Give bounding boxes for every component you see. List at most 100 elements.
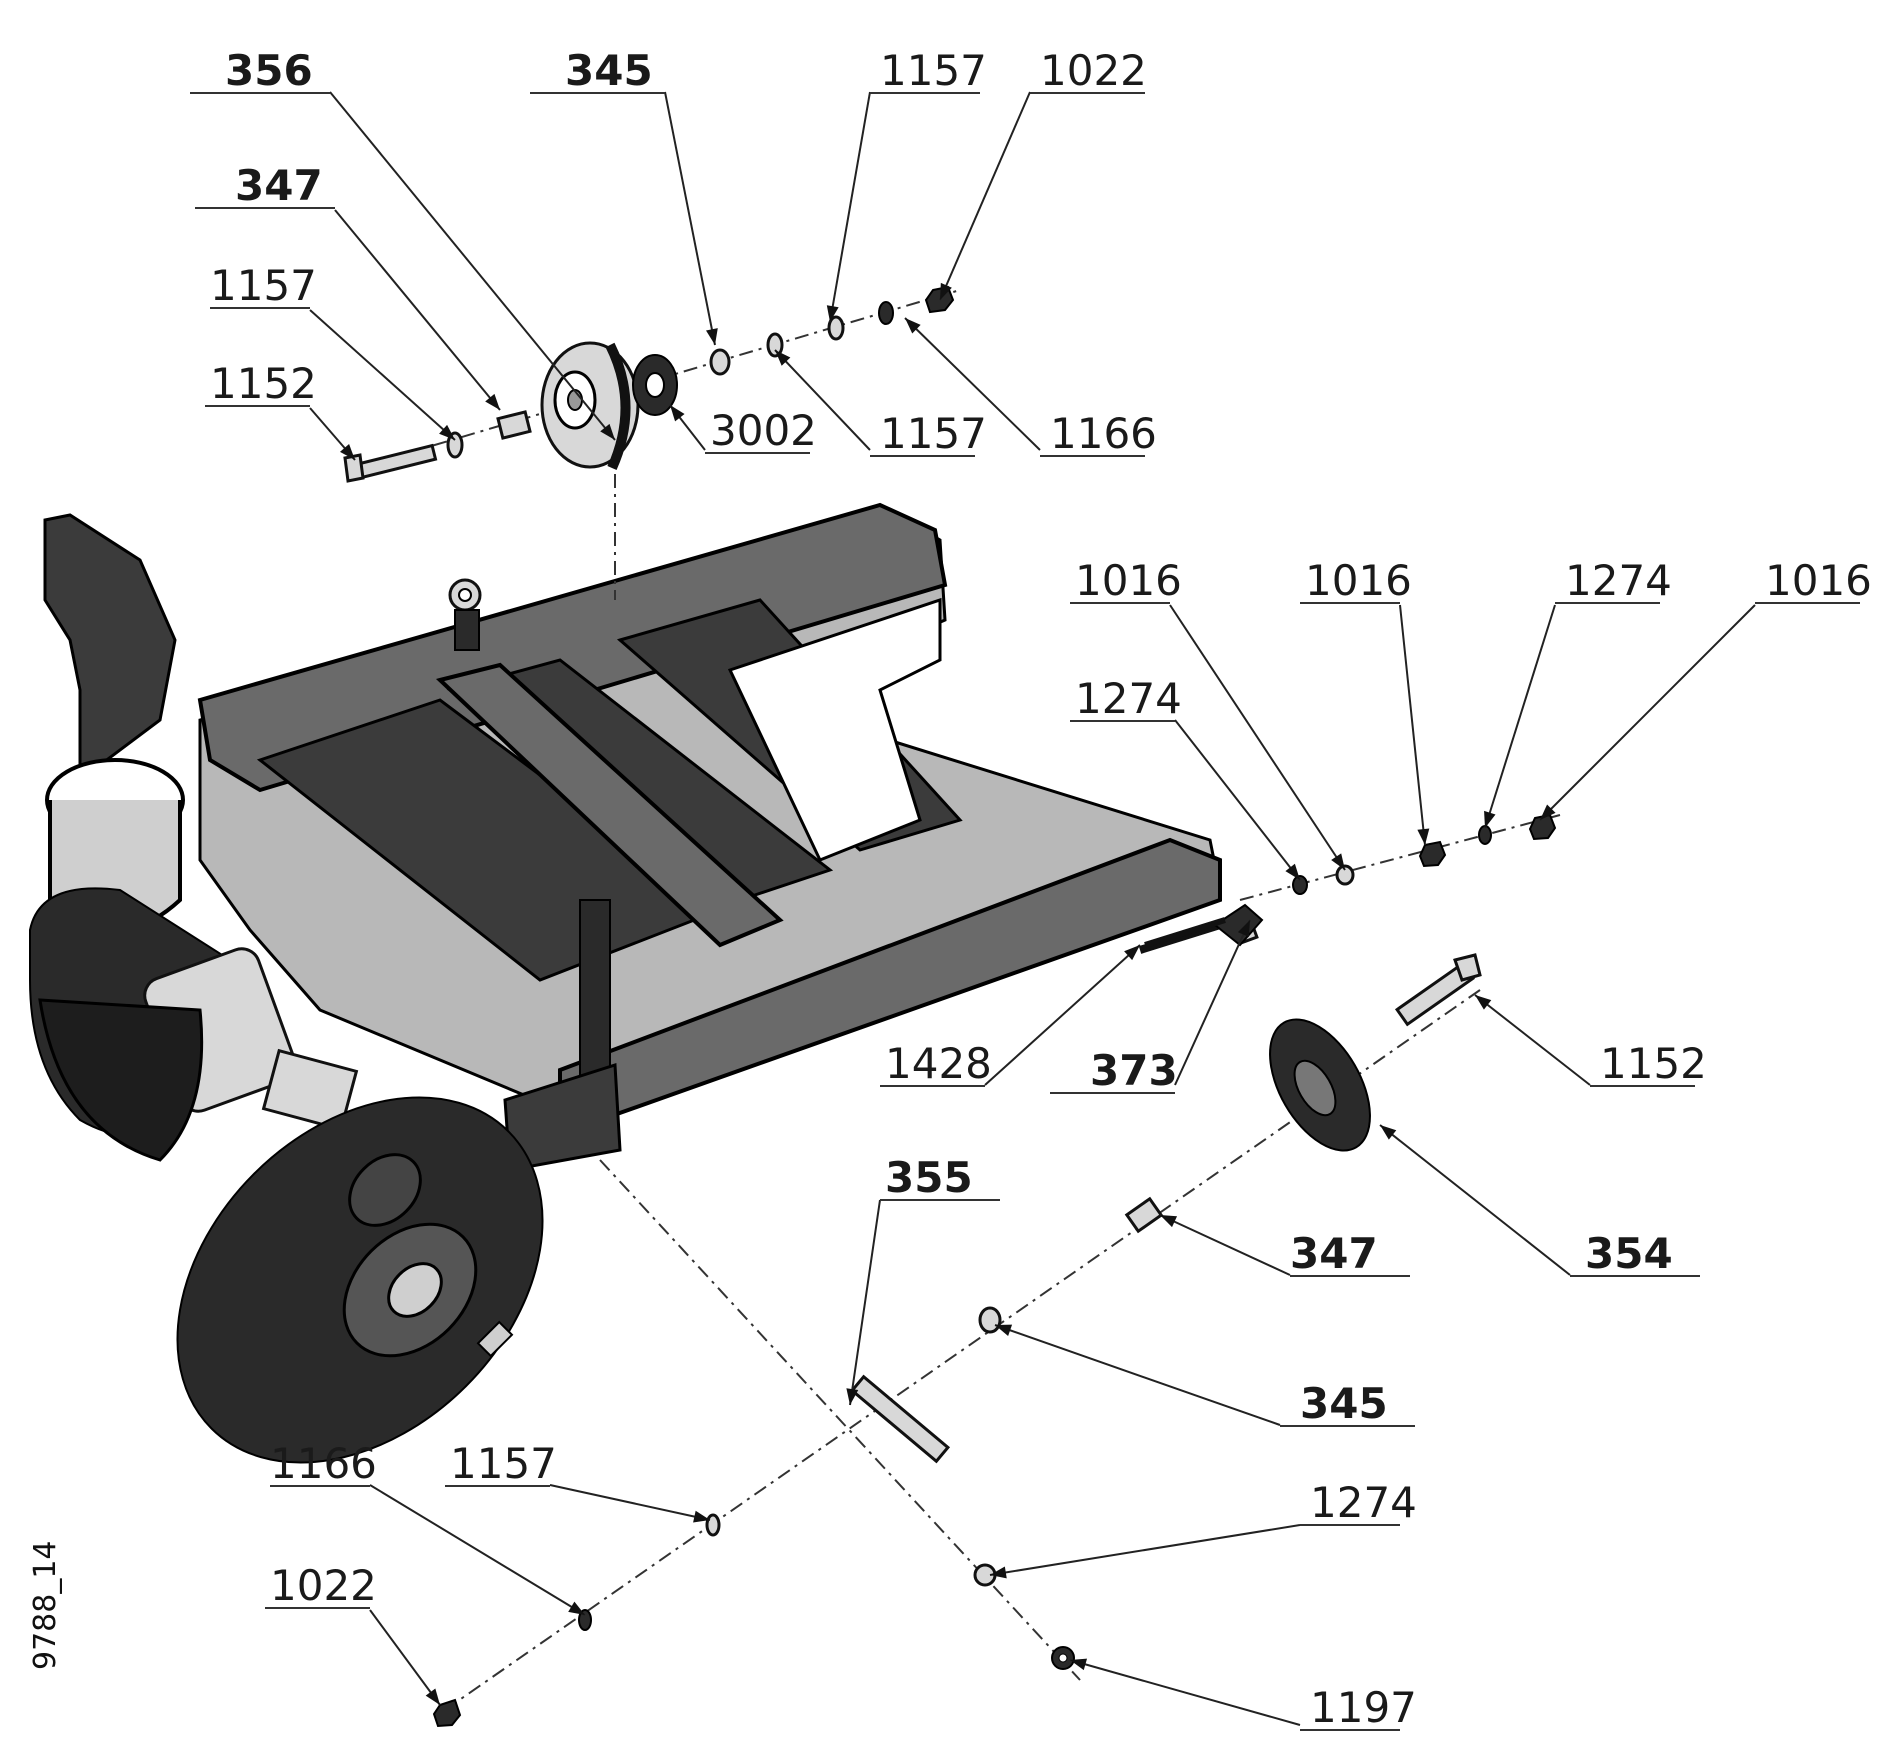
callout-label: 1022 [1040,46,1147,95]
callout-arrowhead [568,1601,585,1615]
callout-label: 1166 [1050,409,1157,458]
callout-leader-line [1539,604,1756,821]
callout-arrowhead [693,1510,710,1523]
callout-label: 1157 [450,1439,557,1488]
callout-arrowhead [1484,810,1496,828]
callout-label: 1428 [885,1039,992,1088]
callout-1016: 1016 [1070,556,1346,871]
callout-arrowhead [995,1324,1013,1336]
callout-1157: 1157 [445,1439,711,1523]
right-bolt-stack [1144,813,1561,948]
callout-arrowhead [1124,945,1140,961]
drawing-id: 9788_14 [28,1540,63,1670]
callout-label: 1274 [1310,1478,1417,1527]
callout-arrowhead [940,282,952,300]
callout-leader-line [939,91,1031,301]
callout-1197: 1197 [1069,1658,1417,1732]
callout-1428: 1428 [880,944,1141,1088]
callout-1157: 1157 [826,46,987,323]
callout-label: 347 [235,161,323,210]
callout-label: 373 [1090,1046,1178,1095]
callout-1152: 1152 [1474,994,1707,1088]
callout-1274: 1274 [989,1478,1417,1579]
callout-label: 1022 [270,1561,377,1610]
callout-label: 1016 [1305,556,1412,605]
callout-leader-line [849,1199,881,1406]
callout-leader-line [1474,994,1591,1086]
callout-leader-line [549,1484,711,1521]
callout-arrowhead [1380,1125,1397,1140]
callout-354: 354 [1379,1124,1700,1278]
callout-label: 1157 [880,46,987,95]
callout-arrowhead [990,1566,1007,1579]
callout-label: 347 [1290,1229,1378,1278]
callout-leader-line [1069,1659,1301,1726]
callout-355: 355 [846,1153,1000,1406]
callout-leader-line [1484,604,1556,829]
callout-arrowhead [1070,1658,1088,1671]
callout-label: 1157 [880,409,987,458]
callout-1157: 1157 [774,349,987,458]
callout-347: 347 [1159,1214,1410,1278]
callout-leader-line [369,1609,441,1706]
upper-pulley-stack [343,285,961,600]
callout-1022: 1022 [939,46,1147,301]
callout-1152: 1152 [205,359,356,461]
callout-label: 1274 [1565,556,1672,605]
callout-1157: 1157 [210,261,456,441]
callout-arrowhead [706,328,718,345]
callout-leader-line [334,209,501,411]
callout-leader-line [329,91,616,441]
callout-leader-line [774,349,871,451]
callout-arrowhead [1237,920,1250,938]
callout-arrowhead [600,423,615,440]
callout-arrowhead [775,350,791,366]
callout-1016: 1016 [1300,556,1430,846]
callout-leader-line [1159,1214,1291,1276]
callout-leader-line [829,91,871,323]
callout-label: 1016 [1075,556,1182,605]
lower-pulley-stack [432,953,1482,1728]
callout-arrowhead [826,305,839,322]
callout-leader-line [369,1484,586,1616]
callout-arrowhead [425,1688,440,1705]
callout-leader-line [989,1524,1301,1576]
callout-arrowhead [905,318,921,334]
callout-345: 345 [994,1324,1415,1428]
callout-leader-line [984,944,1141,1086]
callout-373: 373 [1050,919,1251,1095]
callout-leader-line [904,317,1041,451]
callout-label: 356 [225,46,313,95]
callout-347: 347 [195,161,501,411]
callout-label: 1166 [270,1439,377,1488]
callout-arrowhead [670,405,685,422]
callout-leader-line [1379,1124,1571,1276]
callout-leader-line [1174,919,1251,1086]
callout-label: 1274 [1075,674,1182,723]
callout-label: 345 [1300,1379,1388,1428]
frame-assembly [29,502,1264,1464]
callout-leader-line [309,309,456,441]
callout-1274: 1274 [1070,674,1301,881]
callout-arrowhead [439,424,455,440]
callout-leader-line [664,91,716,346]
callout-label: 355 [885,1153,973,1202]
callout-arrowhead [1540,804,1556,820]
callout-345: 345 [530,46,718,346]
callout-leader-line [994,1324,1281,1426]
callout-3002: 3002 [669,404,817,455]
callout-label: 3002 [710,406,817,455]
callout-arrowhead [485,393,500,410]
callout-leader-line [1399,604,1426,846]
callout-arrowhead [846,1388,859,1405]
callout-label: 1016 [1765,556,1872,605]
callout-leader-line [1169,604,1346,871]
callout-arrowhead [1417,828,1430,845]
callout-1022: 1022 [265,1561,441,1706]
callout-leader-line [1174,719,1301,881]
callout-label: 1152 [210,359,317,408]
callout-label: 1152 [1600,1039,1707,1088]
callout-label: 345 [565,46,653,95]
